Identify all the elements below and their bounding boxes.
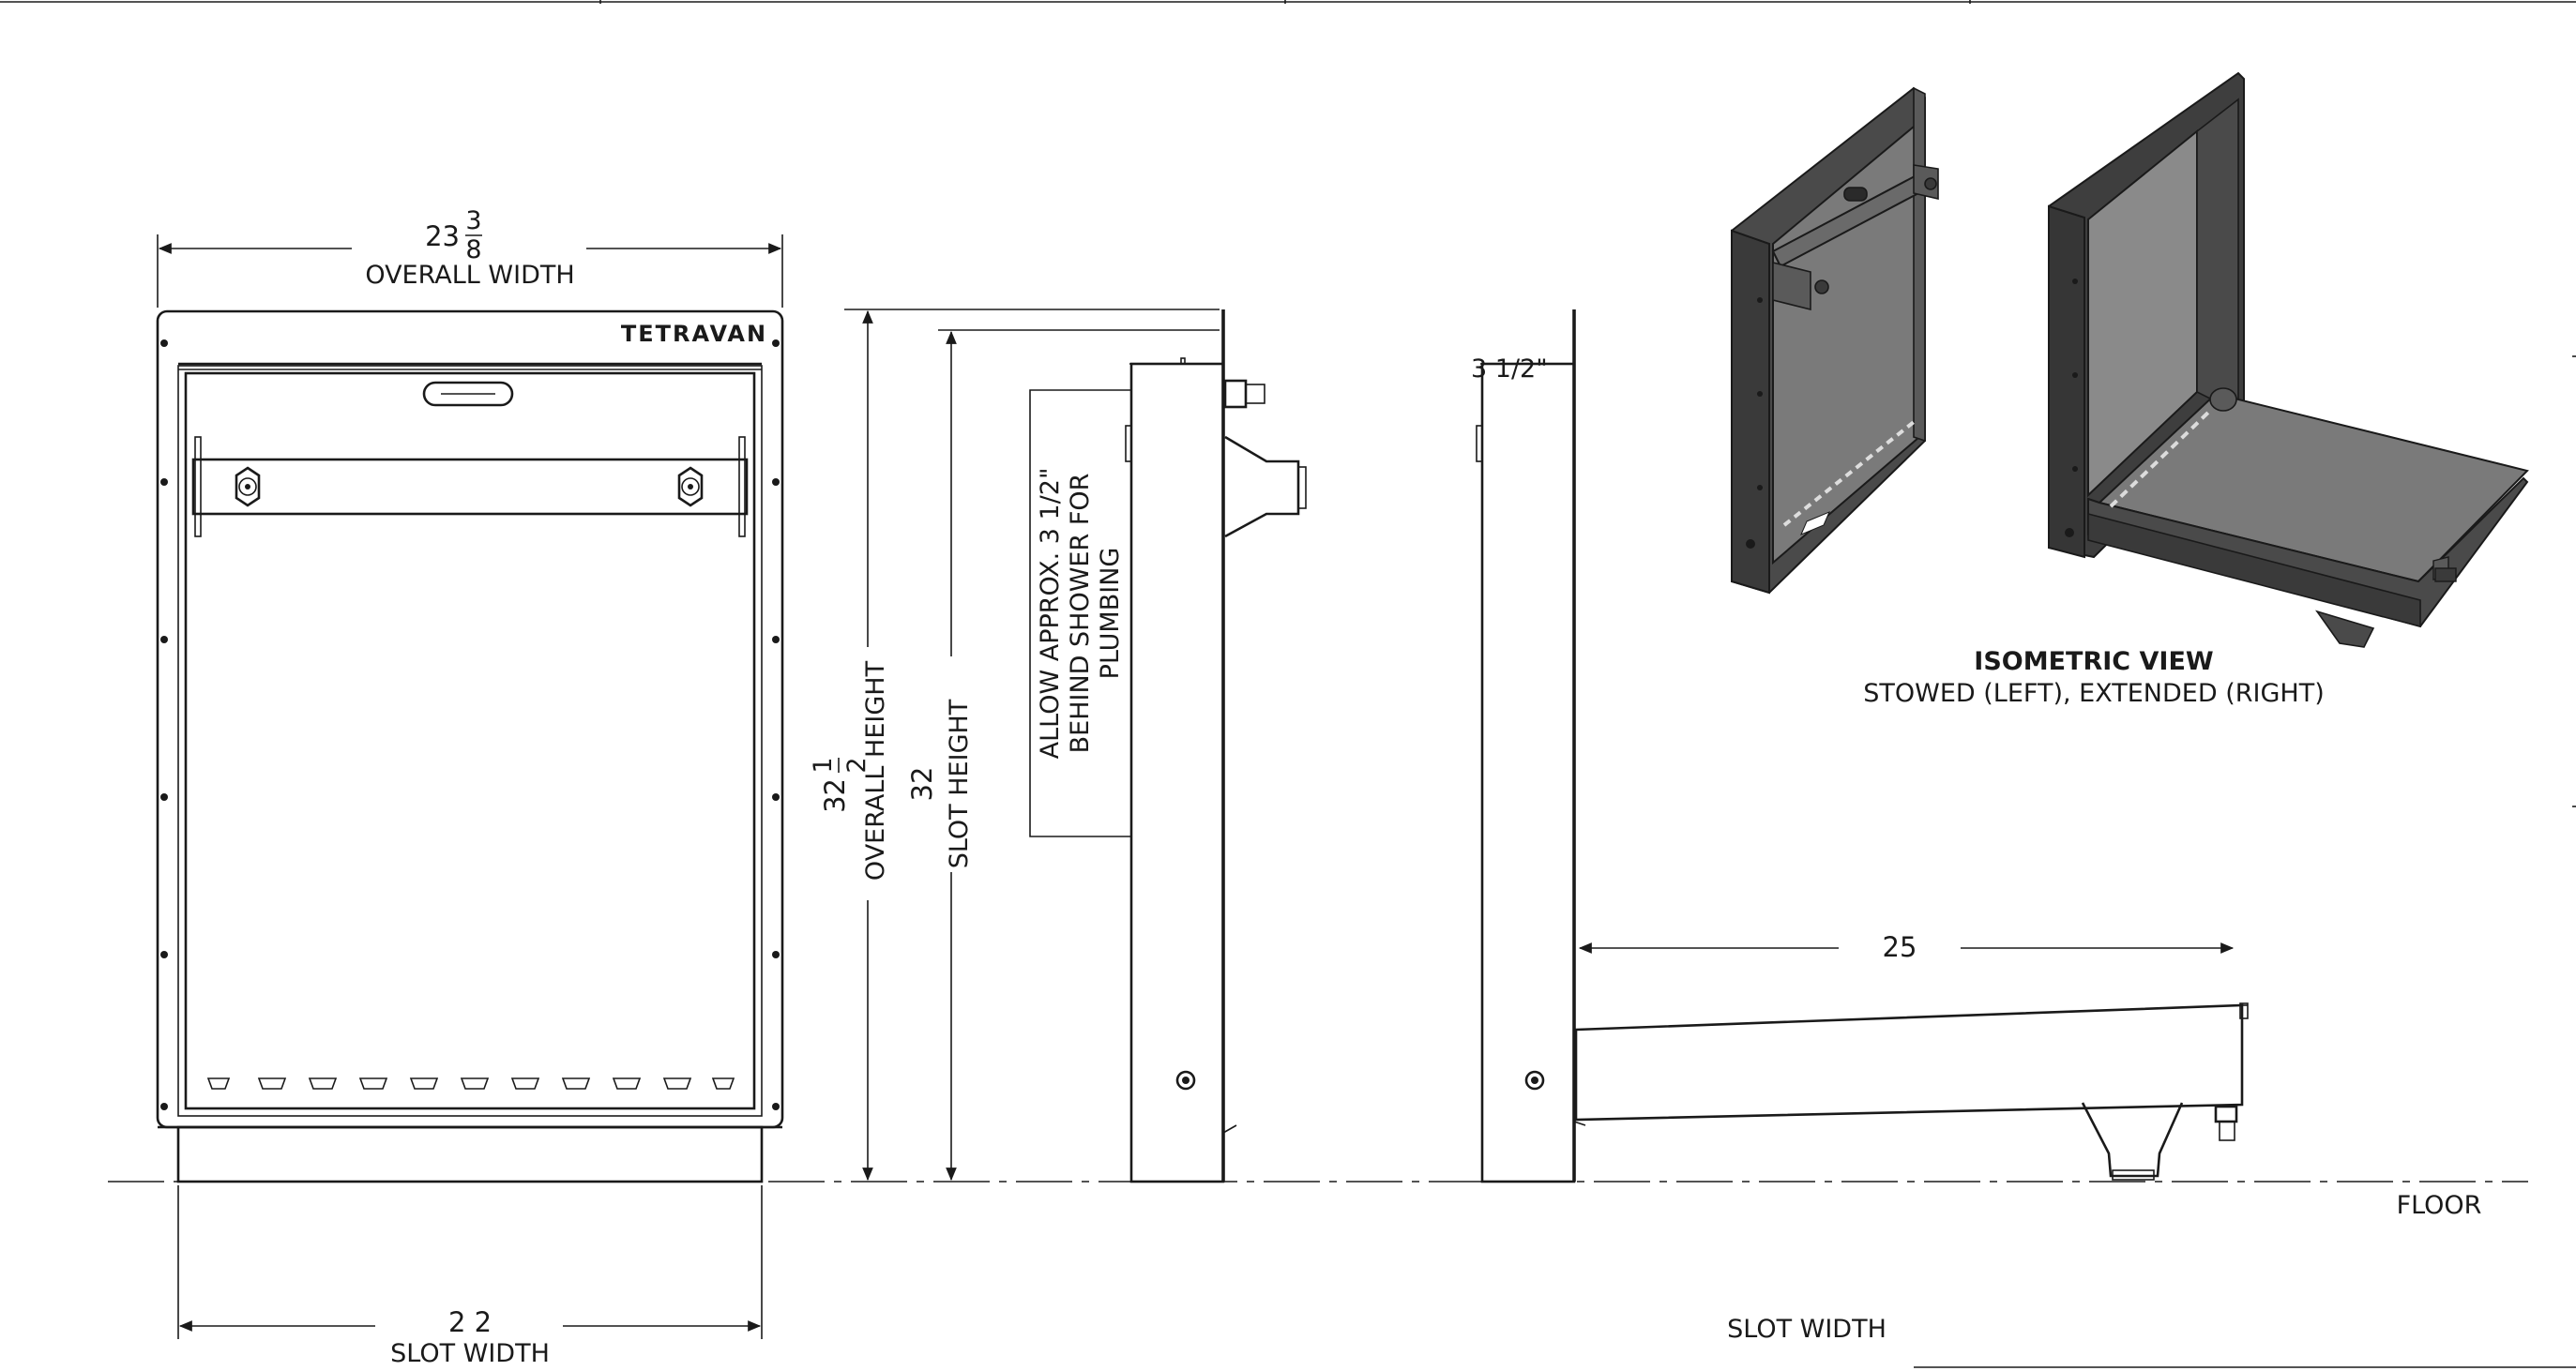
overall-height-numerator: 1 xyxy=(809,757,838,773)
slot-width-value: 2 2 xyxy=(448,1306,492,1338)
overall-height-denominator: 2 xyxy=(842,757,871,773)
extension-value: 25 xyxy=(1883,931,1917,963)
extended-slot-width-label: SLOT WIDTH xyxy=(1727,1315,1887,1344)
overall-width-value: 23 xyxy=(425,220,460,252)
isometric-subtitle: STOWED (LEFT), EXTENDED (RIGHT) xyxy=(1863,679,2324,708)
side-view-stowed xyxy=(1125,309,1307,1183)
slot-height-value: 32 xyxy=(906,767,938,802)
overall-height-text-group: 32 1 2 OVERALL HEIGHT xyxy=(809,660,890,881)
overall-height-label: OVERALL HEIGHT xyxy=(861,660,890,881)
side-view-extended xyxy=(1476,309,2249,1183)
slot-height-label: SLOT HEIGHT xyxy=(945,699,974,868)
brand-logo-text: TETRAVAN xyxy=(621,321,767,347)
isometric-stowed xyxy=(1731,86,1939,595)
floor-label: FLOOR xyxy=(2397,1191,2482,1220)
overall-width-dimension xyxy=(157,234,783,308)
plumbing-note-line-2: BEHIND SHOWER FOR xyxy=(1066,474,1095,754)
overall-width-denominator: 8 xyxy=(465,235,481,264)
plumbing-note-line-3: PLUMBING xyxy=(1096,548,1125,680)
front-view xyxy=(156,309,784,1183)
isometric-title: ISOMETRIC VIEW xyxy=(1974,647,2213,676)
depth-note: 3 1/2" xyxy=(1471,354,1548,384)
overall-width-label: OVERALL WIDTH xyxy=(365,261,574,290)
slot-width-dimension xyxy=(177,1185,763,1339)
slot-width-label: SLOT WIDTH xyxy=(390,1339,550,1368)
overall-height-value: 32 xyxy=(819,778,851,813)
isometric-extended xyxy=(2048,71,2529,648)
slot-height-text-group: 32 SLOT HEIGHT xyxy=(906,699,974,868)
overall-height-dimension xyxy=(844,309,1220,1182)
overall-width-numerator: 3 xyxy=(465,206,481,235)
plumbing-note: ALLOW APPROX. 3 1/2" BEHIND SHOWER FOR P… xyxy=(1036,468,1125,760)
slot-height-dimension xyxy=(938,329,1220,1182)
plumbing-note-line-1: ALLOW APPROX. 3 1/2" xyxy=(1036,468,1065,760)
plumbing-note-box xyxy=(1029,389,1131,837)
